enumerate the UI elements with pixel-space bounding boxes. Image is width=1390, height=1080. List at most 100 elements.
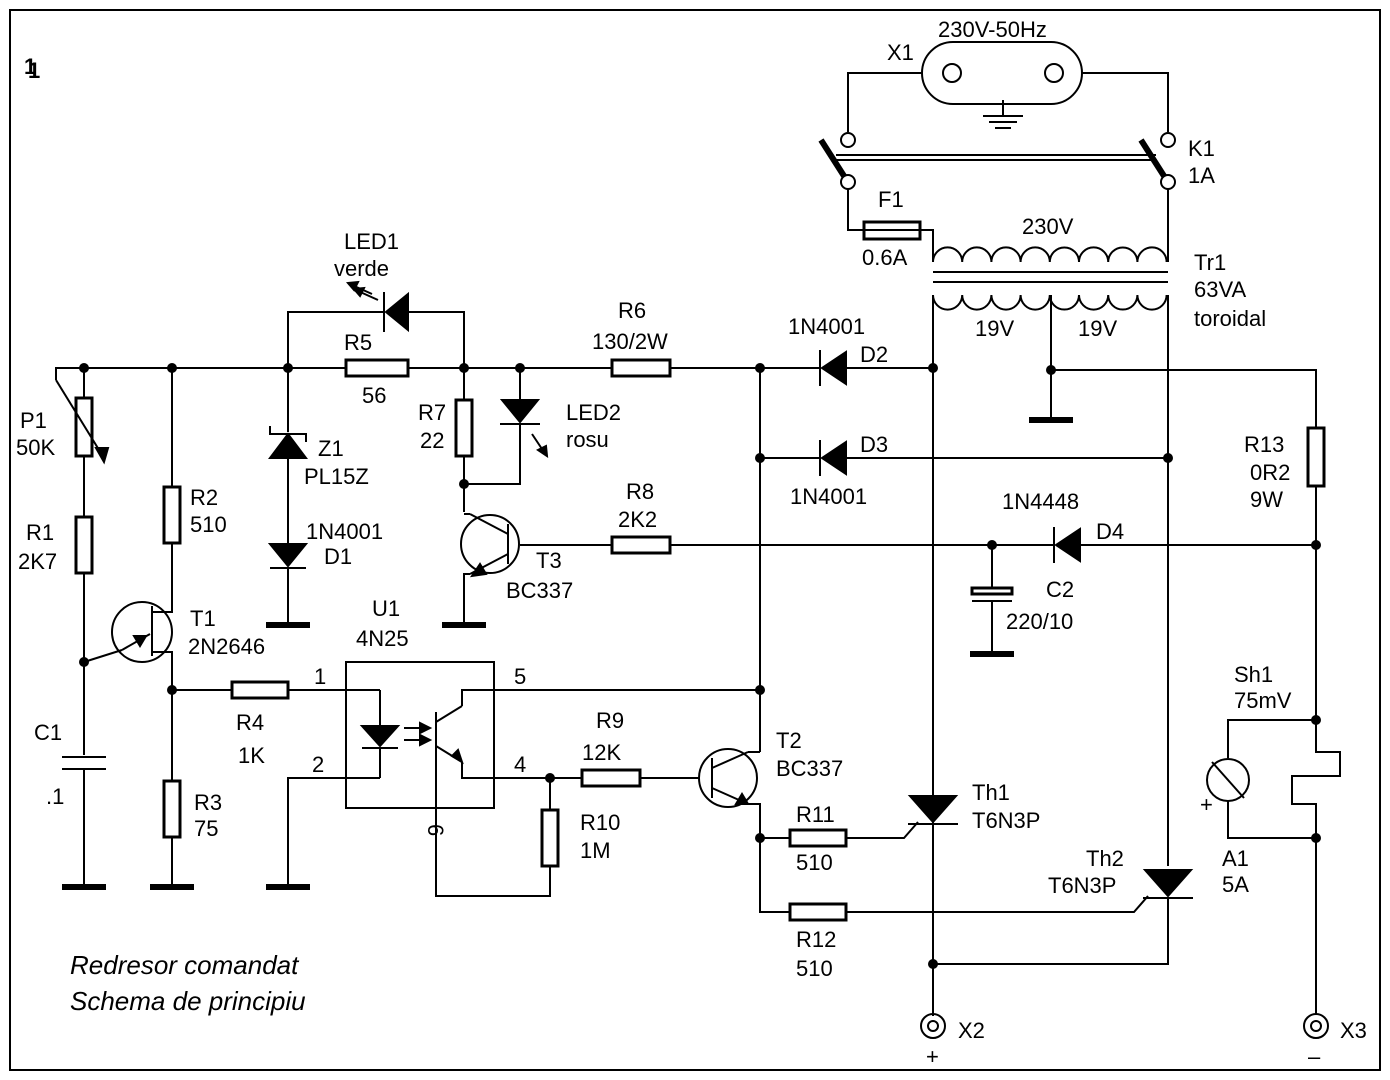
- mains-label: 230V-50Hz: [938, 17, 1047, 42]
- r1-label: R1: [26, 520, 54, 545]
- resistor-r13: [1306, 426, 1326, 488]
- z1-label: Z1: [318, 436, 344, 461]
- diode-d2: [819, 350, 847, 386]
- primary-voltage: 230V: [1022, 214, 1074, 239]
- switch-k1: [818, 132, 1176, 190]
- potentiometer-p1: [55, 367, 110, 465]
- d4-type: 1N4448: [1002, 489, 1079, 514]
- r6-label: R6: [618, 298, 646, 323]
- u1-pin5: 5: [514, 664, 526, 689]
- transistor-t3: [460, 513, 520, 578]
- d1-label: D1: [324, 544, 352, 569]
- led1-color: verde: [334, 256, 389, 281]
- led-led1: [345, 280, 409, 333]
- d3-label: D3: [860, 432, 888, 457]
- resistor-r6: [610, 358, 672, 378]
- led2-color: rosu: [566, 427, 609, 452]
- resistor-r11: [788, 828, 848, 848]
- sh1-value: 75mV: [1234, 688, 1292, 713]
- transistor-t2: [698, 748, 758, 808]
- d3-type: 1N4001: [790, 484, 867, 509]
- r7-value: 22: [420, 428, 444, 453]
- capacitor-c1: [62, 756, 106, 770]
- d4-label: D4: [1096, 519, 1124, 544]
- tr1-va: 63VA: [1194, 277, 1247, 302]
- r1-value: 2K7: [18, 549, 57, 574]
- p1-label: P1: [20, 408, 47, 433]
- f1-value: 0.6A: [862, 245, 908, 270]
- u1-pin1: 1: [314, 664, 326, 689]
- x3-polarity: –: [1308, 1044, 1321, 1069]
- figure-number: 1 1: [24, 54, 40, 83]
- u1-type: 4N25: [356, 626, 409, 651]
- resistor-r4: [230, 680, 290, 700]
- sec1-voltage: 19V: [975, 316, 1014, 341]
- z1-value: PL15Z: [304, 464, 369, 489]
- resistor-r7: [454, 398, 474, 458]
- resistor-r9: [580, 768, 642, 788]
- shunt-sh1: [1291, 720, 1341, 838]
- r8-label: R8: [626, 479, 654, 504]
- r13-power: 9W: [1250, 487, 1283, 512]
- a1-value: 5A: [1222, 872, 1249, 897]
- r10-value: 1M: [580, 838, 611, 863]
- th1-type: T6N3P: [972, 808, 1040, 833]
- fuse-f1: [862, 220, 922, 241]
- u1-pin4: 4: [514, 752, 526, 777]
- c1-value: .1: [46, 784, 64, 809]
- r5-label: R5: [344, 330, 372, 355]
- u1-label: U1: [372, 596, 400, 621]
- resistor-r10: [540, 808, 560, 868]
- caption-line2: Schema de principiu: [70, 986, 306, 1016]
- f1-label: F1: [878, 187, 904, 212]
- diode-d4: [1053, 527, 1081, 563]
- terminal-x3: [1303, 1013, 1329, 1039]
- t2-label: T2: [776, 728, 802, 753]
- frame-border: [9, 9, 1381, 1071]
- c2-value: 220/10: [1006, 609, 1073, 634]
- diode-d3: [819, 440, 847, 476]
- r3-value: 75: [194, 816, 218, 841]
- t1-label: T1: [190, 606, 216, 631]
- junction-dots: [79, 363, 1321, 969]
- r9-label: R9: [596, 708, 624, 733]
- r5-value: 56: [362, 383, 386, 408]
- r4-value: 1K: [238, 743, 265, 768]
- th2-label: Th2: [1086, 846, 1124, 871]
- resistor-r8: [610, 535, 672, 555]
- k1-value: 1A: [1188, 163, 1215, 188]
- th2-type: T6N3P: [1048, 873, 1116, 898]
- svg-text:1: 1: [28, 58, 40, 83]
- optocoupler-u1: [345, 661, 495, 809]
- thyristor-th1: [907, 795, 959, 825]
- ammeter-a1: +: [1200, 758, 1250, 817]
- mains-plug-x1: [921, 41, 1083, 129]
- x2-polarity: +: [926, 1044, 939, 1069]
- resistor-r2: [162, 485, 182, 545]
- r4-label: R4: [236, 710, 264, 735]
- transistor-t1: [111, 600, 173, 664]
- r6-value: 130/2W: [592, 329, 668, 354]
- sec2-voltage: 19V: [1078, 316, 1117, 341]
- d1-type: 1N4001: [306, 519, 383, 544]
- caption-line1: Redresor comandat: [70, 950, 300, 980]
- r11-value: 510: [796, 850, 833, 875]
- d2-type: 1N4001: [788, 314, 865, 339]
- led-led2: [499, 399, 549, 459]
- th1-label: Th1: [972, 780, 1010, 805]
- svg-text:1: 1: [24, 54, 36, 79]
- r2-value: 510: [190, 512, 227, 537]
- r11-label: R11: [796, 802, 835, 827]
- r2-label: R2: [190, 485, 218, 510]
- r8-value: 2K2: [618, 507, 657, 532]
- r13-label: R13: [1244, 432, 1284, 457]
- led2-label: LED2: [566, 400, 621, 425]
- t2-type: BC337: [776, 756, 843, 781]
- led1-label: LED1: [344, 229, 399, 254]
- k1-label: K1: [1188, 136, 1215, 161]
- t3-type: BC337: [506, 578, 573, 603]
- r12-value: 510: [796, 956, 833, 981]
- r7-label: R7: [418, 400, 446, 425]
